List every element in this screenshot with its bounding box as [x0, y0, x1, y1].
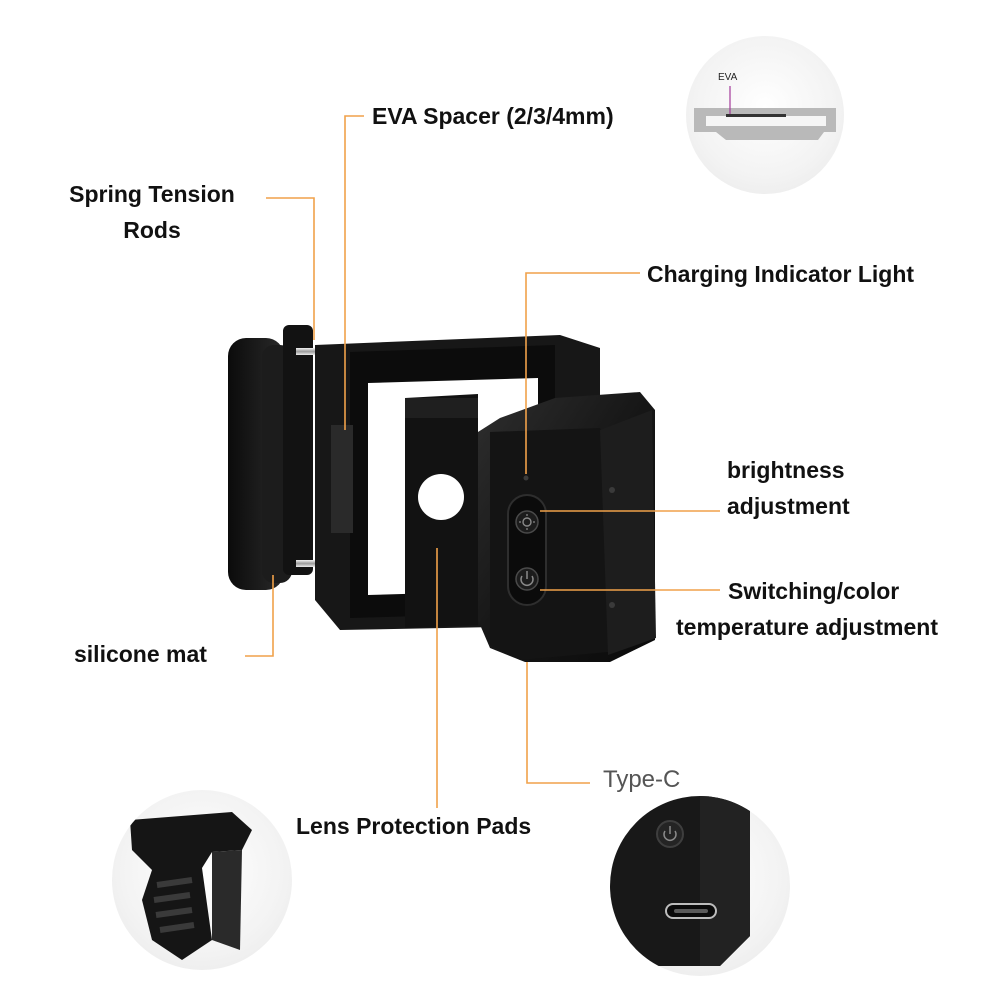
brightness-adjustment-line1: brightness — [727, 457, 845, 483]
switching-line2: temperature adjustment — [676, 614, 939, 640]
left-clamp-jaw — [228, 325, 313, 590]
type-c-detail-drawing — [610, 796, 750, 966]
brightness-adjustment-line2: adjustment — [727, 493, 850, 519]
switching-label: Switching/color temperature adjustment — [676, 573, 938, 645]
brightness-adjustment-label: brightness adjustment — [727, 452, 850, 524]
power-icon — [663, 830, 677, 841]
grip-detail-drawing — [130, 812, 252, 960]
lens-protection-pads-label: Lens Protection Pads — [296, 813, 532, 839]
light-module-body — [478, 392, 656, 662]
leader-lines — [245, 115, 720, 808]
type-c-detail-inset — [610, 796, 790, 976]
spring-tension-rods-label: Spring Tension Rods — [52, 176, 252, 248]
type-c-label: Type-C — [603, 766, 681, 793]
spring-tension-rods-line1: Spring Tension — [69, 181, 235, 207]
switching-line1: Switching/color — [728, 578, 900, 604]
lens-protection-pad — [405, 394, 478, 628]
eva-detail-inset: EVA — [686, 36, 844, 194]
sun-icon[interactable] — [519, 514, 535, 530]
spring-tension-rods-line2: Rods — [123, 217, 181, 243]
grip-detail-inset — [112, 790, 292, 970]
eva-detail-drawing — [694, 86, 836, 140]
usb-c-port-icon — [665, 903, 717, 919]
eva-spacer-label: EVA Spacer (2/3/4mm) — [372, 103, 614, 129]
charging-indicator-label: Charging Indicator Light — [647, 261, 915, 287]
eva-detail-label: EVA — [718, 72, 738, 83]
power-icon[interactable] — [520, 571, 534, 586]
silicone-mat-label: silicone mat — [74, 641, 207, 667]
